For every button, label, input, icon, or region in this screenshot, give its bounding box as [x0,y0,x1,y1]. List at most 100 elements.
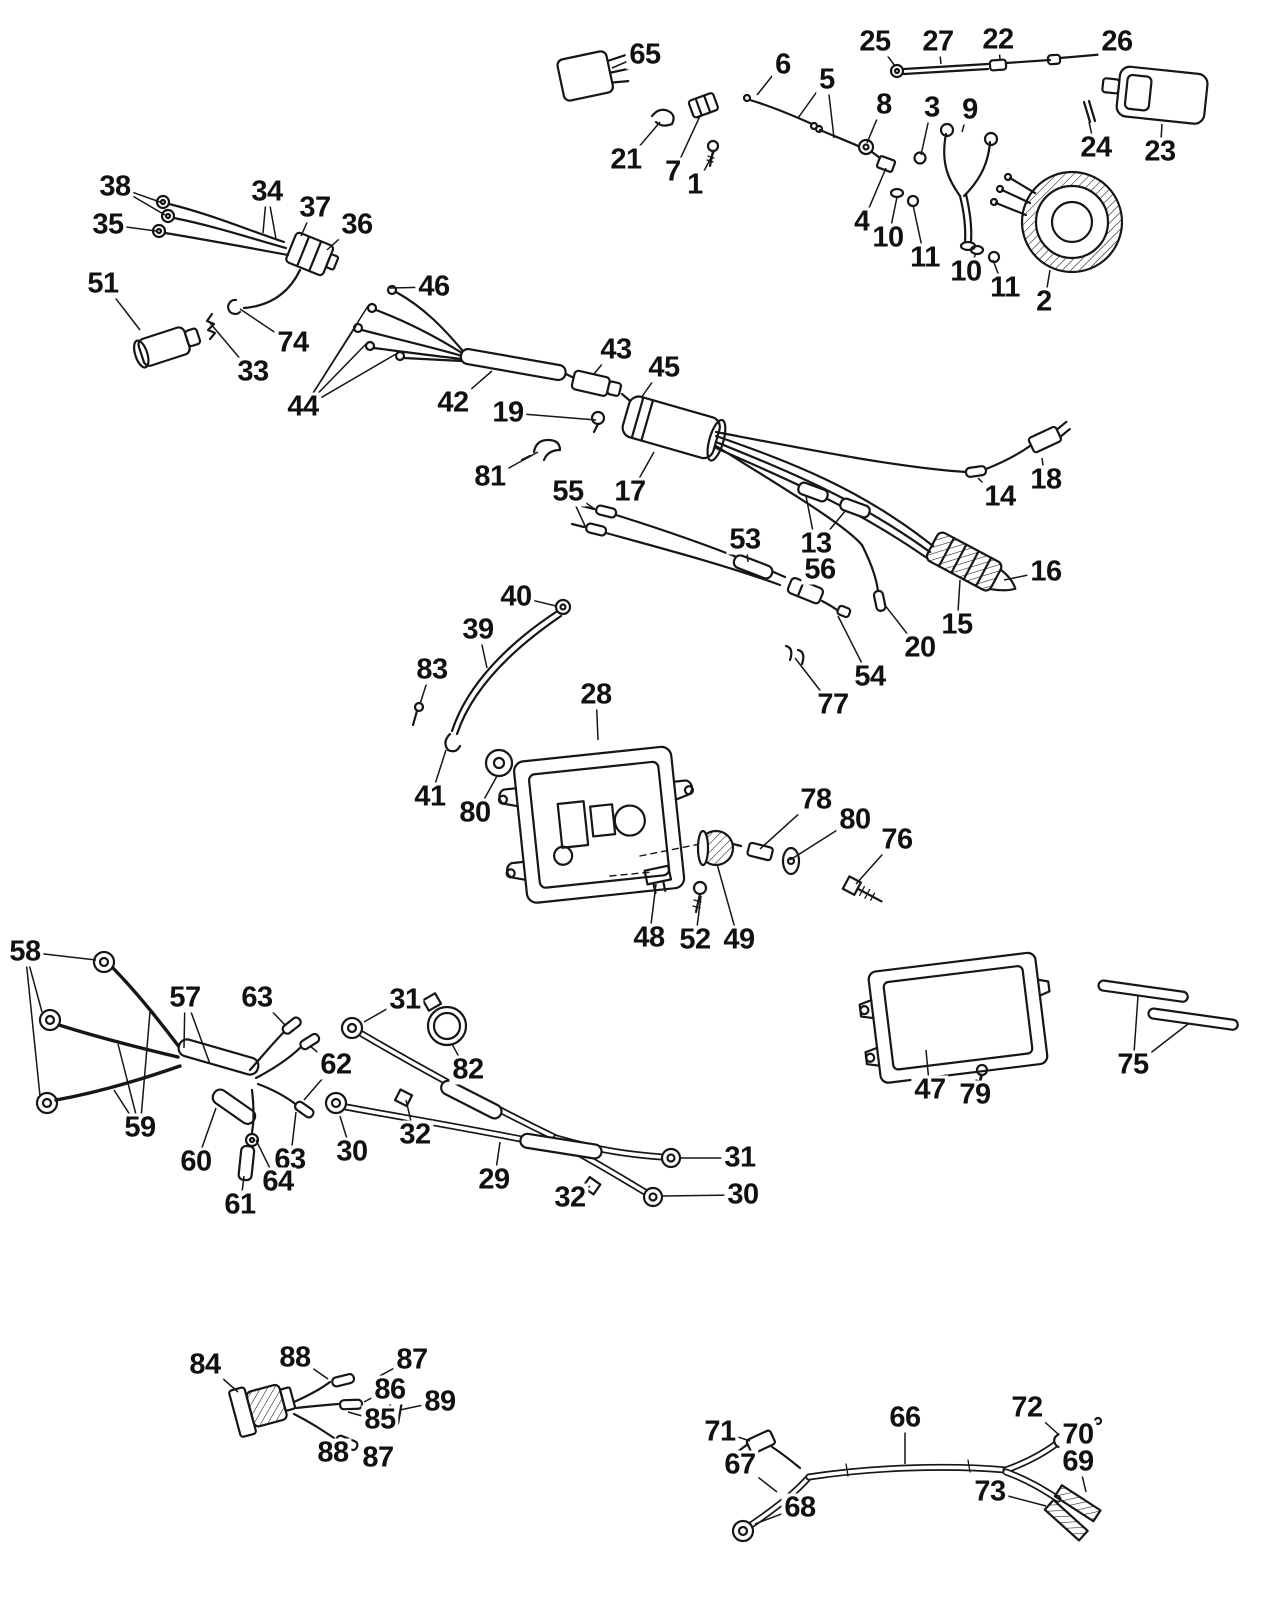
bullet-14 [964,465,988,478]
callout-32: 32 [396,1120,434,1150]
leader-line [650,883,657,925]
leader-line [746,553,749,563]
leader-line [112,294,141,331]
callout-42: 42 [434,388,472,418]
callout-26: 26 [1098,27,1136,57]
callout-80: 80 [836,805,874,835]
hooks-77 [784,644,793,662]
callout-82: 82 [449,1055,487,1085]
leader-line [828,93,835,139]
callout-28: 28 [577,680,615,710]
callout-23: 23 [1141,137,1179,167]
leader-line [262,205,267,234]
knob-49 [696,829,743,867]
screw-83 [413,701,425,713]
callout-7: 7 [662,157,684,187]
callout-33: 33 [234,357,272,387]
leader-line [794,657,824,695]
callout-68: 68 [781,1493,819,1523]
leader-line [117,1043,137,1115]
leader-line [920,121,930,156]
callout-61: 61 [221,1190,259,1220]
leader-line [961,122,966,133]
leader-line [702,151,715,174]
callout-89: 89 [421,1387,459,1417]
leader-line [339,1115,348,1139]
callout-2: 2 [1033,287,1055,317]
callout-87: 87 [359,1443,397,1473]
leader-line [209,322,244,362]
leader-line [696,895,702,927]
leader-line [756,75,774,96]
callout-3: 3 [921,93,943,123]
leader-line [1041,457,1044,467]
leader-line [523,413,597,421]
key-blank [1101,65,1209,125]
leader-line [1145,1023,1189,1058]
connector-43 [570,369,623,397]
leader-line [419,682,428,705]
main-harness-drawing [352,284,1071,666]
leader-line [129,190,161,203]
callout-10: 10 [869,223,907,253]
leader-line [1160,123,1163,139]
leader-line [25,965,41,1097]
callout-66: 66 [886,1403,924,1433]
leader-line [255,1139,272,1170]
callout-60: 60 [177,1147,215,1177]
callout-10: 10 [947,257,985,287]
leader-line [434,749,447,784]
callout-88: 88 [314,1438,352,1468]
callout-32: 32 [551,1183,589,1213]
leader-line [482,775,498,802]
leader-line [574,504,587,529]
instrument-bracket-drawing [484,745,883,914]
leader-line [957,579,961,612]
leader-line [503,451,539,472]
callout-29: 29 [475,1165,513,1195]
callout-70: 70 [1059,1420,1097,1450]
switch-body-2 [989,170,1124,274]
callout-65: 65 [626,40,664,70]
callout-21: 21 [607,145,645,175]
callout-80: 80 [456,798,494,828]
leader-line [128,193,166,216]
cover-drawing [858,951,1051,1092]
callout-35: 35 [89,210,127,240]
callout-87: 87 [393,1345,431,1375]
leader-line [389,286,419,289]
leader-line [495,1141,501,1167]
leader-line [837,615,864,665]
leader-line [200,1107,217,1150]
leader-line [1088,121,1093,135]
trim-harness-drawing [151,194,340,341]
leader-line [716,863,736,927]
callout-31: 31 [386,985,424,1015]
clamp-82 [421,992,468,1047]
callout-72: 72 [1008,1393,1046,1423]
tube-61 [237,1144,256,1182]
leader-line [759,808,805,850]
callout-58: 58 [6,937,44,967]
leader-line [189,1010,211,1065]
leader-line [883,603,911,638]
leader-line [1133,995,1139,1052]
leader-line [311,325,357,396]
leader-line [291,1111,297,1147]
leader-line [405,1099,412,1122]
leader-line [855,849,887,885]
leader-line [140,1011,151,1115]
jumper-wire-drawing [411,598,572,753]
callout-73: 73 [971,1477,1009,1507]
leader-line [992,259,1000,276]
leader-line [939,55,942,65]
callout-79: 79 [956,1080,994,1110]
leader-line [637,451,655,481]
leader-line [28,965,43,1013]
leader-line [595,708,599,741]
callout-34: 34 [248,177,286,207]
callout-44: 44 [284,392,322,422]
clip-74 [227,298,242,315]
